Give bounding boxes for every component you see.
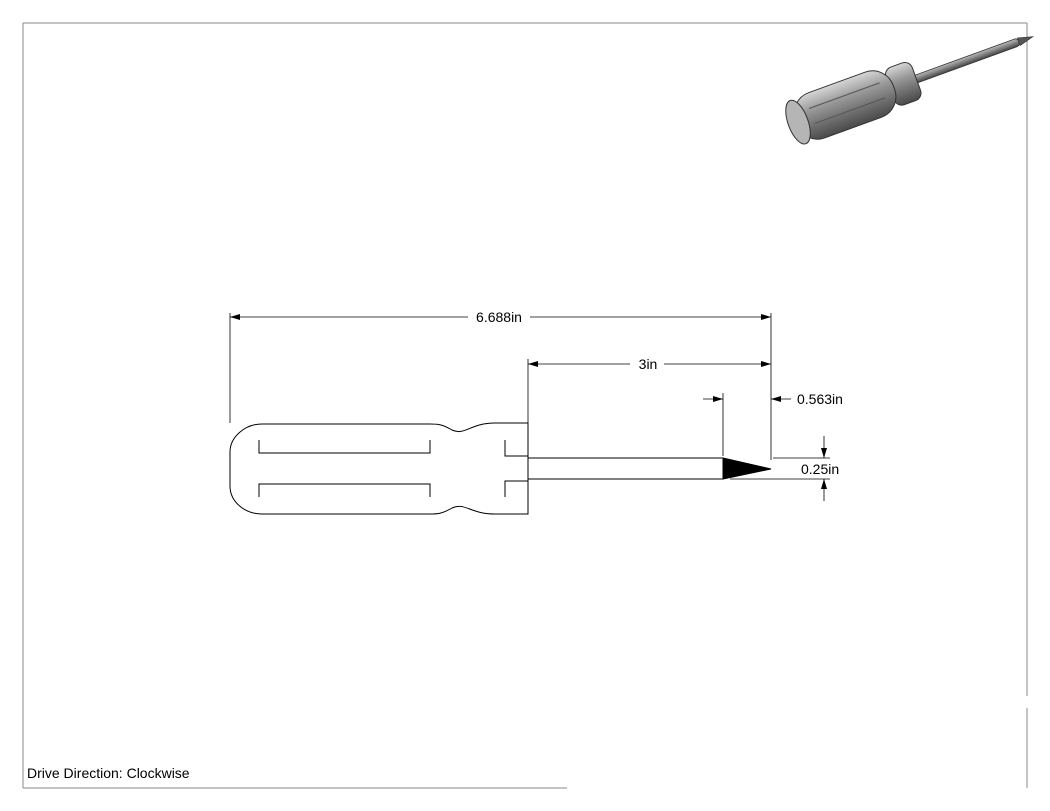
dimension-overall-length-label: 6.688in (476, 309, 522, 325)
dimension-overall-length (229, 313, 772, 460)
dimension-shaft-length (527, 359, 771, 423)
handle-groove-upper (258, 440, 431, 454)
preview-handle-end (785, 99, 811, 145)
blade-tip (722, 457, 772, 480)
sheet-border (22, 22, 1028, 789)
drive-direction-note: Drive Direction: Clockwise (27, 765, 190, 781)
dimension-tip-length (703, 393, 791, 456)
handle-outline (229, 422, 529, 515)
handle-groove-lower (258, 483, 431, 497)
isometric-preview (785, 36, 1035, 145)
dimension-shaft-diameter (730, 436, 830, 501)
preview-tip (1017, 36, 1035, 46)
dimension-tip-length-label: 0.563in (797, 391, 843, 407)
dimension-shaft-diameter-label: 0.25in (801, 461, 839, 477)
collar-line-lower (504, 480, 528, 497)
shaft (527, 457, 724, 480)
dimension-shaft-length-label: 3in (639, 356, 658, 372)
collar-line-upper (504, 440, 528, 457)
preview-shaft (909, 38, 1020, 85)
screwdriver-side-view (229, 422, 724, 515)
